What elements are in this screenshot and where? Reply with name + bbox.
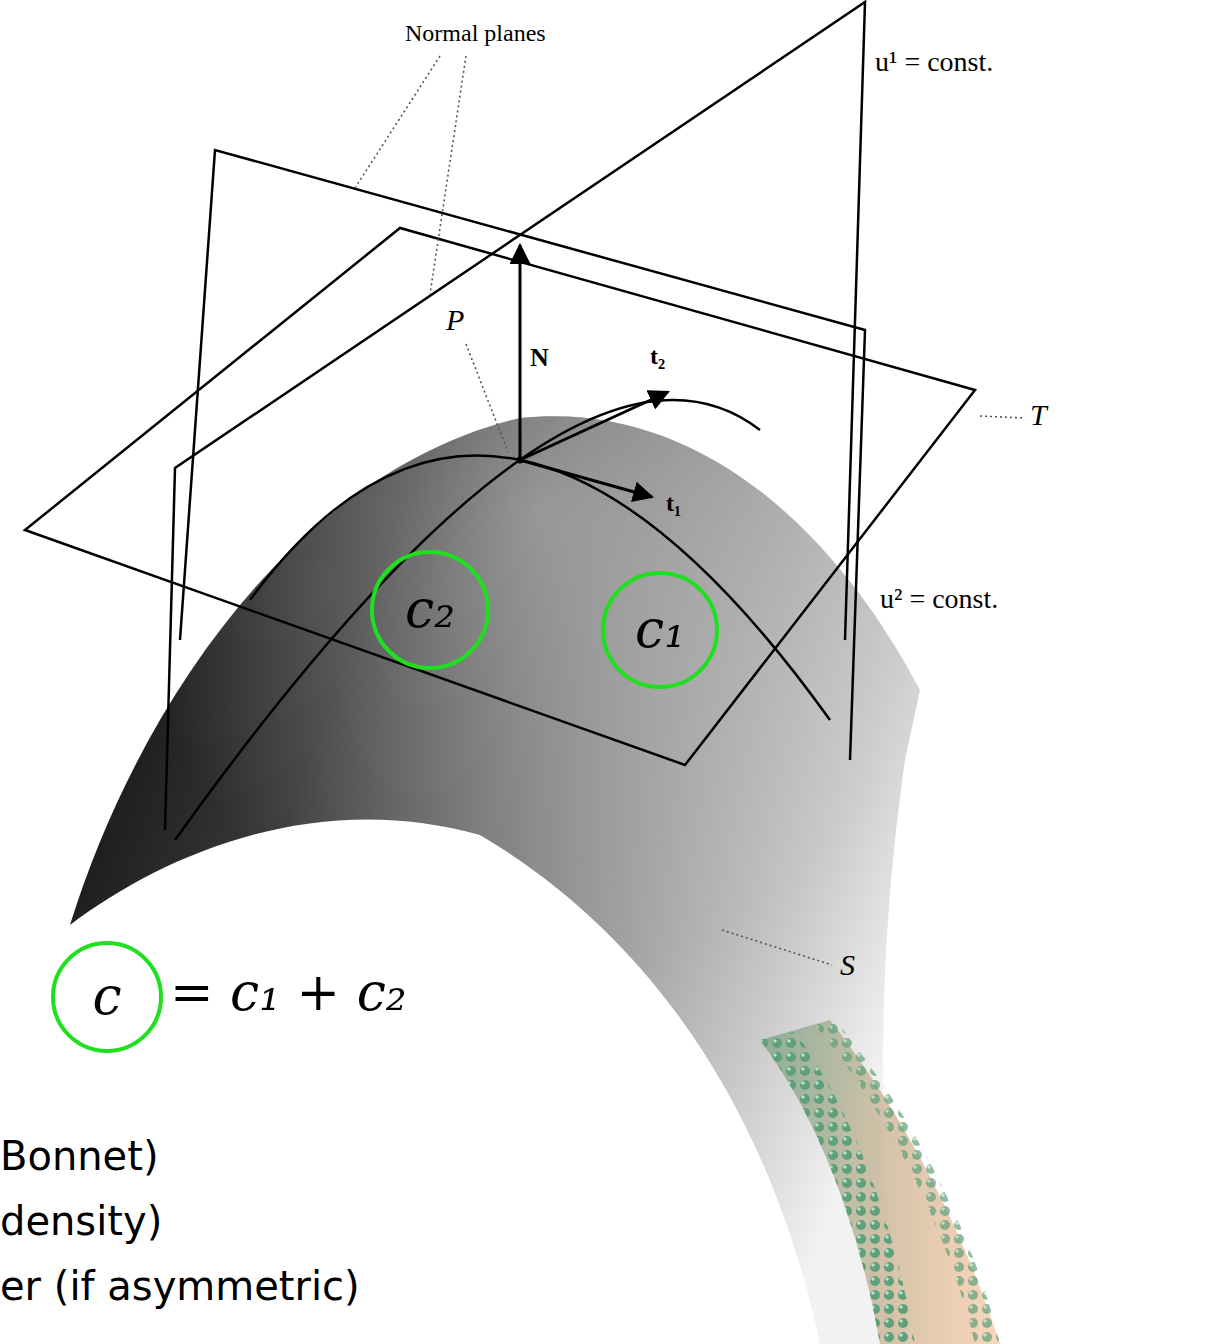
normal-section-curve xyxy=(175,400,760,840)
surface-label: S xyxy=(840,948,855,983)
curvature-circle: c xyxy=(51,941,163,1053)
membrane-heads xyxy=(760,1032,915,1344)
membrane-heads xyxy=(815,1020,1000,1344)
curvature-symbol: c₂ xyxy=(405,581,455,638)
tangent-vector xyxy=(520,392,668,460)
tangent-vector xyxy=(520,460,652,497)
leader-line xyxy=(980,416,1024,418)
vector-label: N xyxy=(530,343,549,373)
leader-line xyxy=(466,344,508,452)
plane-label: T xyxy=(1030,398,1047,433)
normal-vector xyxy=(519,245,522,460)
curvature-symbol: c₁ xyxy=(635,601,685,658)
tangent-plane xyxy=(25,228,975,765)
plane-label: Normal planes xyxy=(405,20,546,48)
note-text: Bonnet) xyxy=(0,1133,159,1179)
curvature-circle: c₁ xyxy=(601,571,719,689)
leader-line xyxy=(355,56,440,188)
curvature-symbol: c xyxy=(92,968,121,1025)
point-p xyxy=(517,457,524,464)
surface-highlight xyxy=(70,416,920,1344)
membrane-band xyxy=(760,1020,1000,1344)
normal-section-curve xyxy=(250,456,830,721)
coordinate-label: u¹ = const. xyxy=(875,46,993,78)
surface-s xyxy=(70,416,920,1344)
coordinate-label: u² = const. xyxy=(880,583,998,615)
leader-line xyxy=(722,930,832,965)
point-label: P xyxy=(446,303,464,338)
normal-plane xyxy=(165,2,865,830)
curvature-circle: c₂ xyxy=(370,550,490,670)
normal-plane xyxy=(180,150,865,760)
vector-label: t₁ xyxy=(666,490,681,518)
leader-line xyxy=(430,56,466,294)
note-text: density) xyxy=(0,1198,162,1244)
formula-text: = c₁ + c₂ xyxy=(170,963,407,1023)
note-text: er (if asymmetric) xyxy=(0,1263,360,1309)
vector-label: t₂ xyxy=(650,343,665,371)
